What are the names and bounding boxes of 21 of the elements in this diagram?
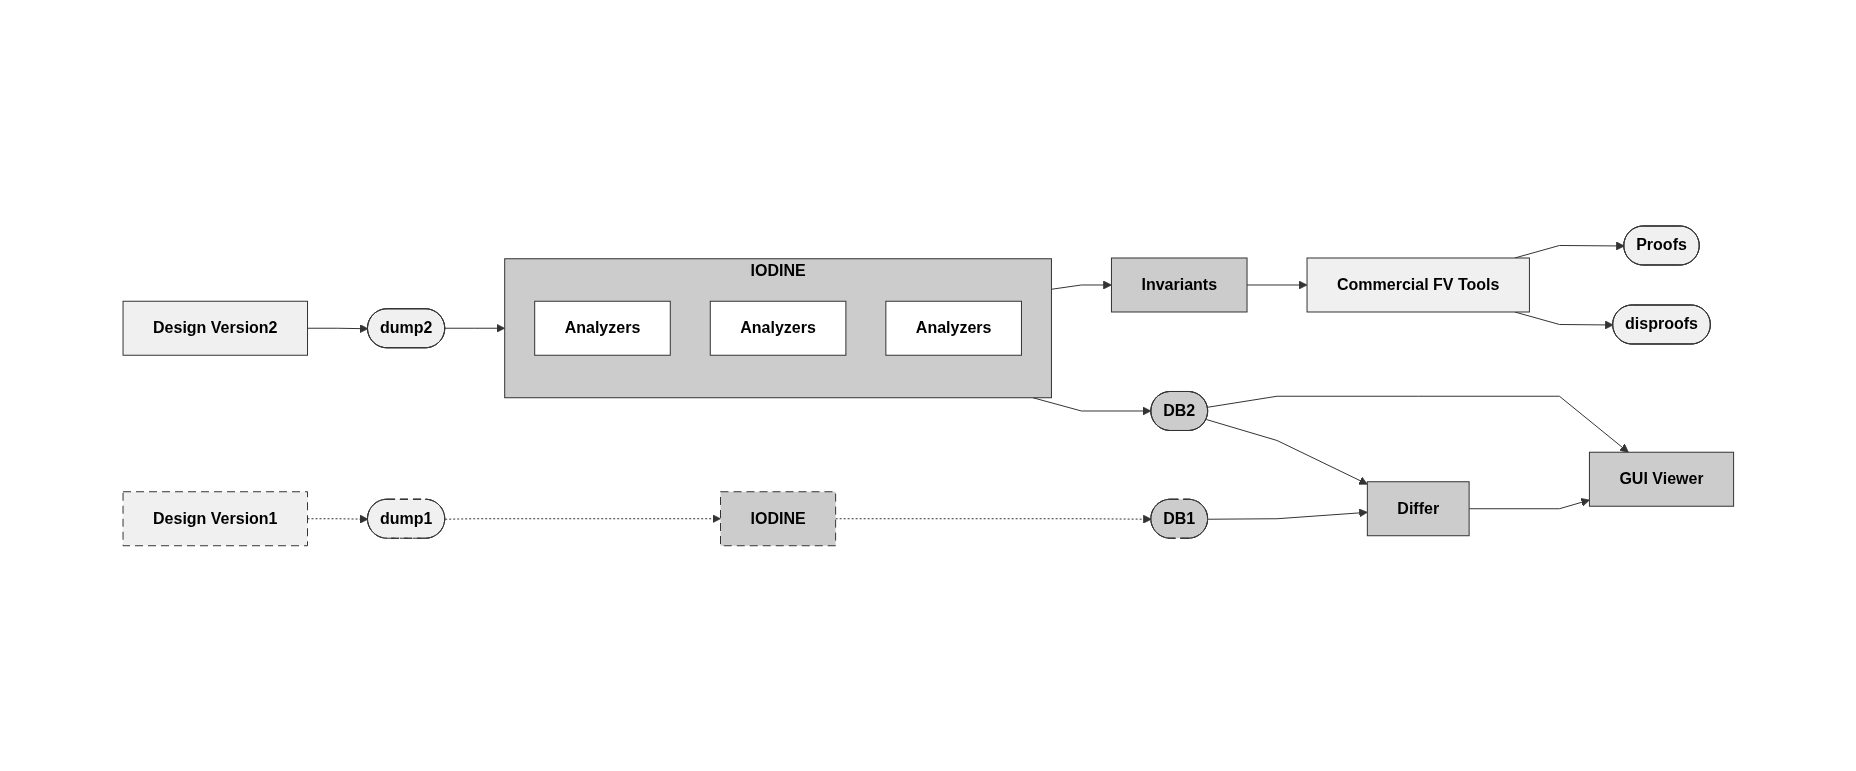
arrow — [834, 514, 1152, 524]
arrow — [1205, 418, 1368, 485]
arrow — [1206, 395, 1629, 453]
node-box: Analyzers — [533, 300, 671, 356]
arrow — [444, 513, 721, 523]
node-box: GUI Viewer — [1588, 451, 1734, 507]
arrow — [1207, 508, 1368, 520]
node-box: Commercial FV Tools — [1306, 257, 1530, 313]
node-box: Analyzers — [709, 300, 847, 356]
node-box: Design Version1 — [122, 490, 308, 546]
node-box: Design Version2 — [122, 300, 308, 356]
node-box: Differ — [1366, 480, 1470, 536]
node-box: IODINE — [719, 490, 836, 546]
node-box: Invariants — [1110, 257, 1248, 313]
arrow — [306, 514, 369, 524]
node-box: Analyzers — [885, 300, 1022, 356]
arrow — [1468, 497, 1590, 509]
arrow — [306, 323, 369, 333]
arrow — [1050, 280, 1112, 290]
arrow — [1246, 280, 1308, 289]
arrow — [443, 323, 505, 333]
